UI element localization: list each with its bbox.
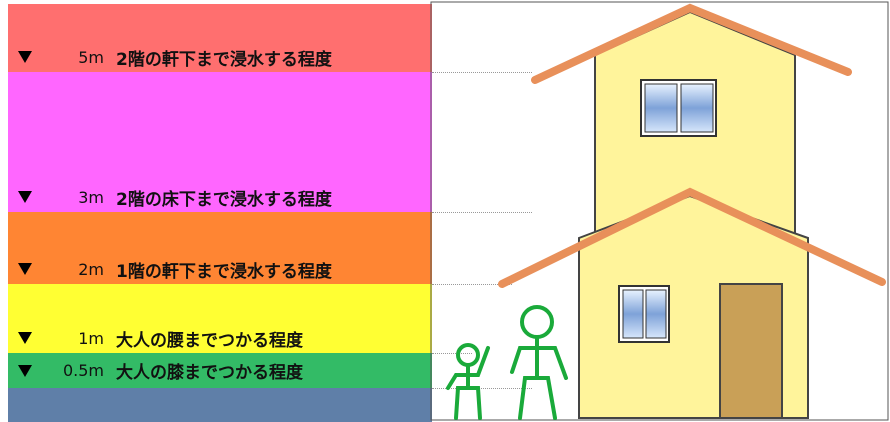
upper-floor: [531, 3, 852, 237]
down-triangle-icon: [18, 191, 32, 203]
level-label-1m: 1m 大人の腰までつかる程度: [8, 323, 303, 353]
lower-window: [618, 285, 670, 343]
level-band-5m: 5m 2階の軒下まで浸水する程度: [8, 4, 432, 72]
guide-line-0-5m: [432, 388, 532, 389]
upper-window: [640, 79, 717, 137]
guide-line-1m: [432, 353, 472, 354]
down-triangle-icon: [18, 332, 32, 344]
person-adult-icon: [510, 305, 568, 420]
level-band-3m: 3m 2階の床下まで浸水する程度: [8, 72, 432, 212]
down-triangle-icon: [18, 51, 32, 63]
depth-value: 0.5m: [62, 361, 104, 380]
level-label-5m: 5m 2階の軒下まで浸水する程度: [8, 42, 332, 72]
guide-line-3m: [432, 212, 532, 213]
down-triangle-icon: [18, 364, 32, 377]
level-description: 大人の膝までつかる程度: [116, 363, 303, 383]
level-label-3m: 3m 2階の床下まで浸水する程度: [8, 182, 332, 212]
guide-line-5m: [432, 72, 532, 73]
depth-value: 1m: [78, 328, 104, 348]
down-triangle-icon: [18, 263, 32, 275]
person-child-icon: [446, 343, 490, 420]
level-band-2m: 2m 1階の軒下まで浸水する程度: [8, 212, 432, 284]
ground-band: [8, 388, 432, 422]
lower-floor: [498, 187, 886, 419]
upper-roof: [531, 3, 852, 84]
level-label-0-5m: 0.5m 大人の膝までつかる程度: [8, 353, 303, 388]
level-description: 2階の床下まで浸水する程度: [116, 189, 332, 210]
level-label-2m: 2m 1階の軒下まで浸水する程度: [8, 254, 332, 284]
depth-value: 5m: [78, 47, 104, 67]
level-description: 1階の軒下まで浸水する程度: [116, 261, 332, 282]
door: [719, 283, 783, 419]
level-band-1m: 1m 大人の腰までつかる程度: [8, 284, 432, 353]
guide-line-2m: [432, 284, 512, 285]
level-description: 2階の軒下まで浸水する程度: [116, 49, 332, 70]
depth-value: 3m: [78, 187, 104, 207]
depth-value: 2m: [78, 259, 104, 279]
level-description: 大人の腰までつかる程度: [116, 330, 303, 351]
illustration-frame: [430, 1, 889, 421]
lower-roof: [498, 187, 886, 288]
level-band-0-5m: 0.5m 大人の膝までつかる程度: [8, 353, 432, 388]
